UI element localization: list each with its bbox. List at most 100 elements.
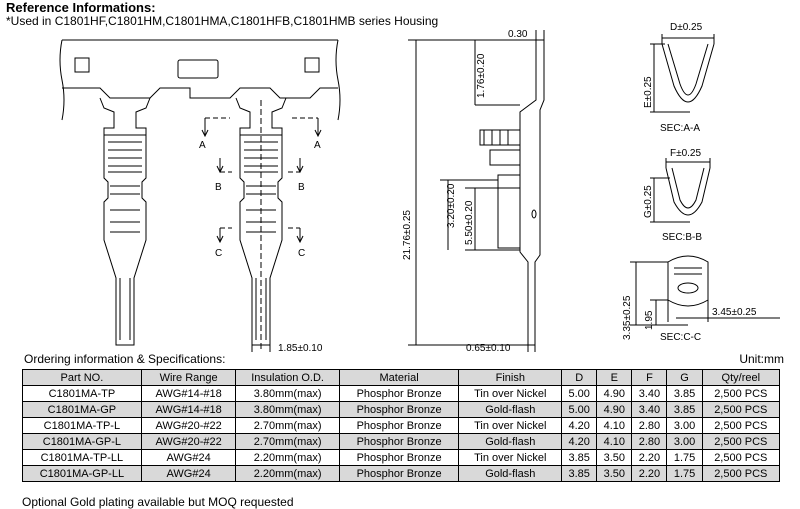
table-cell: 3.85 xyxy=(666,401,703,418)
table-cell: 3.80mm(max) xyxy=(235,385,340,402)
dim-label-g: G±0.25 xyxy=(643,185,654,218)
section-letter-a-right: A xyxy=(314,140,321,151)
table-cell: 3.85 xyxy=(561,449,598,466)
table-cell: 2.20mm(max) xyxy=(235,465,340,482)
table-cell: 2,500 PCS xyxy=(701,401,781,418)
table-cell: Phosphor Bronze xyxy=(338,449,460,466)
table-cell: C1801MA-GP-LL xyxy=(22,465,142,482)
table-cell: C1801MA-TP xyxy=(22,385,142,402)
footnote: Optional Gold plating available but MOQ … xyxy=(22,495,294,509)
dim-label-d: D±0.25 xyxy=(670,22,703,33)
table-cell: 5.00 xyxy=(561,401,598,418)
section-c-c-caption: SEC:C-C xyxy=(660,332,701,343)
table-cell: 2.20mm(max) xyxy=(235,449,340,466)
table-cell: 4.20 xyxy=(561,433,598,450)
table-cell: C1801MA-GP xyxy=(22,401,142,418)
dim-label-5-50: 5.50±0.20 xyxy=(464,200,475,245)
table-cell: 3.40 xyxy=(631,385,668,402)
table-cell: Gold-flash xyxy=(458,401,563,418)
table-cell: AWG#14-#18 xyxy=(140,401,237,418)
section-b-b-drawing xyxy=(650,158,711,223)
dim-label-1-76: 1.76±0.20 xyxy=(476,53,487,98)
column-header: Wire Range xyxy=(140,369,237,386)
table-cell: Phosphor Bronze xyxy=(338,465,460,482)
section-c-c-drawing xyxy=(630,255,780,326)
table-cell: Phosphor Bronze xyxy=(338,401,460,418)
unit-label: Unit:mm xyxy=(739,352,784,366)
section-letter-c-left: C xyxy=(215,248,222,259)
table-cell: 2.70mm(max) xyxy=(235,417,340,434)
table-cell: C1801MA-GP-L xyxy=(22,433,142,450)
section-letter-a-left: A xyxy=(199,140,206,151)
table-cell: Phosphor Bronze xyxy=(338,417,460,434)
table-cell: 2,500 PCS xyxy=(701,385,781,402)
section-letter-b-right: B xyxy=(298,182,305,193)
table-cell: 2.20 xyxy=(631,449,668,466)
table-cell: Gold-flash xyxy=(458,465,563,482)
section-a-a-drawing xyxy=(650,34,715,113)
table-cell: 3.85 xyxy=(561,465,598,482)
dim-label-3-45: 3.45±0.25 xyxy=(712,307,757,318)
dim-label-top: 0.30 xyxy=(508,29,528,40)
reference-title: Reference Informations: xyxy=(6,0,156,15)
table-cell: 4.10 xyxy=(596,417,633,434)
dim-label-3-35: 3.35±0.25 xyxy=(622,295,633,340)
table-cell: AWG#20-#22 xyxy=(140,433,237,450)
terminal-left xyxy=(99,97,151,346)
section-b-b-caption: SEC:B-B xyxy=(662,232,702,243)
table-cell: 2,500 PCS xyxy=(701,417,781,434)
table-cell: AWG#20-#22 xyxy=(140,417,237,434)
dim-label-e: E±0.25 xyxy=(643,76,654,108)
reference-subtitle: *Used in C1801HF,C1801HM,C1801HMA,C1801H… xyxy=(6,14,439,28)
table-cell: Phosphor Bronze xyxy=(338,433,460,450)
table-cell: 3.80mm(max) xyxy=(235,401,340,418)
column-header: D xyxy=(561,369,598,386)
table-cell: 4.90 xyxy=(596,401,633,418)
technical-drawing: A A B B C C 1.85±0.10 0.30 1.76±0.20 21.… xyxy=(59,22,780,352)
table-cell: 3.85 xyxy=(666,385,703,402)
table-cell: C1801MA-TP-L xyxy=(22,417,142,434)
section-letter-b-left: B xyxy=(215,182,222,193)
dim-label-21-76: 21.76±0.25 xyxy=(402,210,413,260)
table-cell: Tin over Nickel xyxy=(458,385,563,402)
table-cell: 3.50 xyxy=(596,465,633,482)
dim-label-3-20: 3.20±0.20 xyxy=(446,183,457,228)
table-cell: Phosphor Bronze xyxy=(338,385,460,402)
table-header-row: Part NO. Wire Range Insulation O.D. Mate… xyxy=(22,369,781,386)
dim-label-0-65: 0.65±0.10 xyxy=(466,343,511,352)
section-letter-c-right: C xyxy=(298,248,305,259)
table-cell: Tin over Nickel xyxy=(458,417,563,434)
table-cell: 2.20 xyxy=(631,465,668,482)
column-header: F xyxy=(631,369,668,386)
column-header: G xyxy=(666,369,703,386)
column-header: Material xyxy=(338,369,460,386)
section-a-a-caption: SEC:A-A xyxy=(660,123,700,134)
table-cell: 3.50 xyxy=(596,449,633,466)
table-cell: 2,500 PCS xyxy=(701,465,781,482)
carrier-strip xyxy=(59,39,341,121)
section-arrows xyxy=(201,118,322,244)
section-lines xyxy=(205,117,318,229)
table-cell: 3.00 xyxy=(666,417,703,434)
specifications-table: Part NO. Wire Range Insulation O.D. Mate… xyxy=(22,369,781,482)
table-cell: 4.90 xyxy=(596,385,633,402)
table-cell: 5.00 xyxy=(561,385,598,402)
dim-label-1-85: 1.85±0.10 xyxy=(278,343,323,352)
table-cell: 2,500 PCS xyxy=(701,449,781,466)
column-header: Insulation O.D. xyxy=(235,369,340,386)
table-cell: 2.80 xyxy=(631,417,668,434)
terminal-right xyxy=(235,97,287,350)
dim-label-1-95: 1.95 xyxy=(644,310,655,330)
table-cell: 4.20 xyxy=(561,417,598,434)
table-cell: AWG#24 xyxy=(140,449,237,466)
table-cell: 3.40 xyxy=(631,401,668,418)
table-cell: 2.70mm(max) xyxy=(235,433,340,450)
table-cell: 4.10 xyxy=(596,433,633,450)
table-cell: 1.75 xyxy=(666,449,703,466)
